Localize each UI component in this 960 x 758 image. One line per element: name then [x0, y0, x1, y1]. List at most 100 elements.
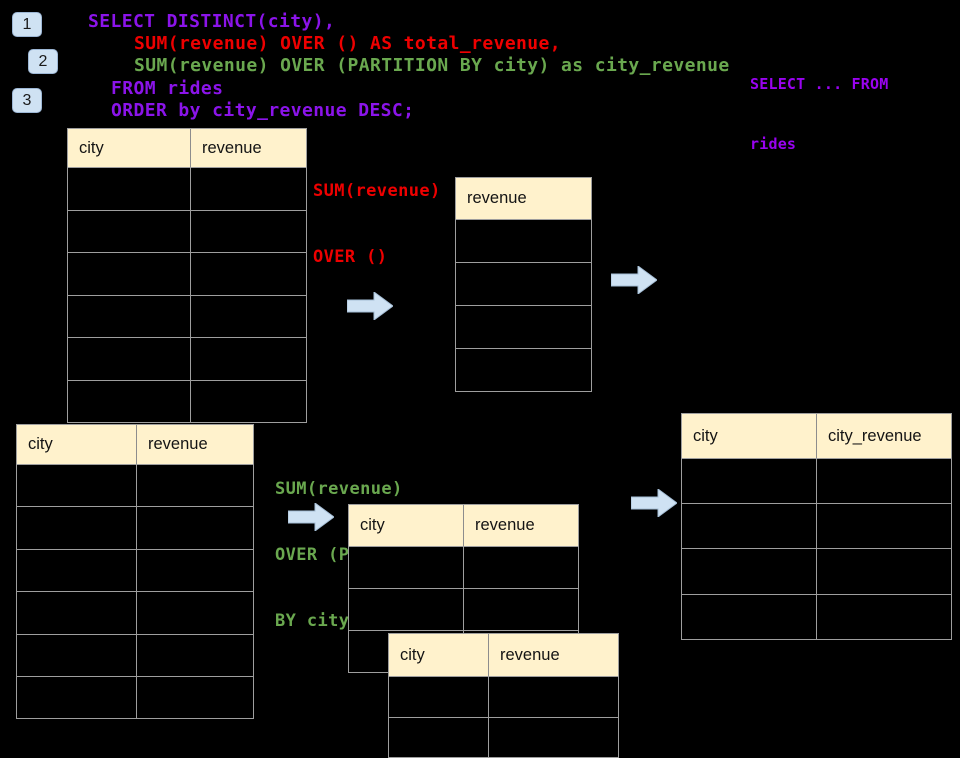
- table-cell-empty: [456, 306, 591, 348]
- table-cell-empty: [191, 296, 306, 338]
- table-header-row: city city_revenue: [682, 414, 951, 458]
- column-header-revenue: revenue: [202, 138, 262, 157]
- column-header-city: city: [68, 129, 191, 167]
- table-cell-empty: [349, 589, 464, 630]
- table-cell-empty: [682, 504, 817, 549]
- table-cell-empty: [17, 634, 137, 676]
- table-cell-empty: [489, 677, 618, 717]
- table-row: [456, 219, 591, 262]
- table-row: [68, 252, 306, 295]
- sql-line-total: SUM(revenue) OVER () AS total_revenue,: [134, 33, 562, 54]
- side-note-line: rides: [750, 135, 797, 153]
- table-cell-empty: [191, 168, 306, 210]
- table-row: [68, 379, 306, 423]
- step-badge-1: 1: [12, 12, 42, 37]
- table-cell-empty: [817, 595, 951, 639]
- table-cell-empty: [464, 589, 578, 630]
- step-badge-2: 2: [28, 49, 58, 74]
- table-cell-empty: [817, 549, 951, 593]
- table-cell-empty: [191, 381, 306, 423]
- sql-line-partition: SUM(revenue) OVER (PARTITION BY city) as…: [134, 55, 730, 76]
- table-cell-empty: [137, 465, 253, 506]
- arrow-right-icon: [288, 503, 334, 531]
- table-row: [68, 294, 306, 338]
- table-cell-empty: [17, 465, 137, 507]
- step-badge-label: 2: [38, 52, 48, 70]
- column-header-revenue: revenue: [467, 189, 527, 207]
- table-cell-empty: [817, 504, 951, 548]
- table-row: [349, 588, 578, 630]
- table-source-bottom: city revenue: [16, 424, 254, 720]
- arrow-right-icon: [631, 489, 677, 517]
- column-header-revenue: revenue: [148, 435, 208, 453]
- table-cell-empty: [489, 718, 618, 758]
- table-row: [682, 458, 951, 504]
- table-row: [17, 591, 253, 634]
- table-cell-empty: [191, 211, 306, 253]
- table-cell-empty: [68, 168, 191, 210]
- table-cell-empty: [817, 459, 951, 503]
- table-cell-empty: [68, 253, 191, 295]
- table-cell-empty: [137, 592, 253, 633]
- side-note: SELECT ... FROM rides: [750, 34, 888, 174]
- table-row: [17, 506, 253, 549]
- column-header-city: city: [17, 425, 137, 464]
- table-total-revenue: revenue: [455, 177, 592, 392]
- table-cell-empty: [68, 295, 191, 337]
- arrow-right-icon: [347, 292, 393, 320]
- table-cell-empty: [191, 338, 306, 380]
- table-row: [682, 548, 951, 594]
- annotation-line: SUM(revenue): [275, 479, 403, 499]
- table-cell-empty: [349, 547, 464, 588]
- table-cell-empty: [191, 253, 306, 295]
- table-header-row: city revenue: [68, 129, 306, 167]
- table-row: [17, 675, 253, 719]
- table-cell-empty: [456, 220, 591, 262]
- annotation-line: OVER (): [313, 247, 388, 267]
- sql-line-select: SELECT DISTINCT(city),: [88, 11, 336, 32]
- table-row: [17, 464, 253, 507]
- table-result: city city_revenue: [681, 413, 952, 640]
- table-cell-empty: [137, 507, 253, 548]
- table-row: [349, 546, 578, 588]
- table-header-row: city revenue: [17, 425, 253, 464]
- slide-canvas: { "colors": { "background": "#000000", "…: [12, 11, 952, 758]
- sql-line-from: FROM rides: [111, 78, 224, 99]
- table-cell-empty: [137, 677, 253, 718]
- table-body: [17, 464, 253, 719]
- table-cell-empty: [682, 459, 817, 504]
- table-row: [389, 716, 618, 758]
- step-badge-3: 3: [12, 88, 42, 113]
- table-row: [389, 676, 618, 717]
- table-cell-empty: [68, 380, 191, 422]
- column-header-revenue: revenue: [500, 645, 560, 664]
- column-header-city: city: [682, 414, 817, 458]
- table-body: [389, 676, 618, 757]
- table-cell-empty: [17, 592, 137, 634]
- column-header-city: city: [389, 634, 489, 676]
- column-header-revenue: revenue: [475, 516, 535, 534]
- table-header-row: city revenue: [349, 505, 578, 546]
- step-badge-label: 3: [22, 91, 32, 109]
- column-header-city-revenue: city_revenue: [828, 426, 922, 445]
- table-cell-empty: [17, 676, 137, 719]
- table-cell-empty: [389, 717, 489, 757]
- table-cell-empty: [137, 550, 253, 591]
- table-row: [682, 503, 951, 549]
- table-cell-empty: [68, 338, 191, 380]
- annotation-total-revenue: SUM(revenue) OVER (): [313, 136, 441, 290]
- table-row: [456, 305, 591, 348]
- table-row: [456, 262, 591, 305]
- table-partition-front: city revenue: [388, 633, 619, 758]
- table-row: [682, 593, 951, 639]
- table-cell-empty: [456, 349, 591, 391]
- table-cell-empty: [17, 549, 137, 592]
- table-cell-empty: [682, 594, 817, 639]
- column-header-city: city: [349, 505, 464, 546]
- arrow-right-icon: [611, 266, 657, 294]
- table-row: [68, 209, 306, 253]
- table-cell-empty: [389, 677, 489, 717]
- table-row: [456, 348, 591, 391]
- table-body: [68, 167, 306, 422]
- table-row: [17, 633, 253, 676]
